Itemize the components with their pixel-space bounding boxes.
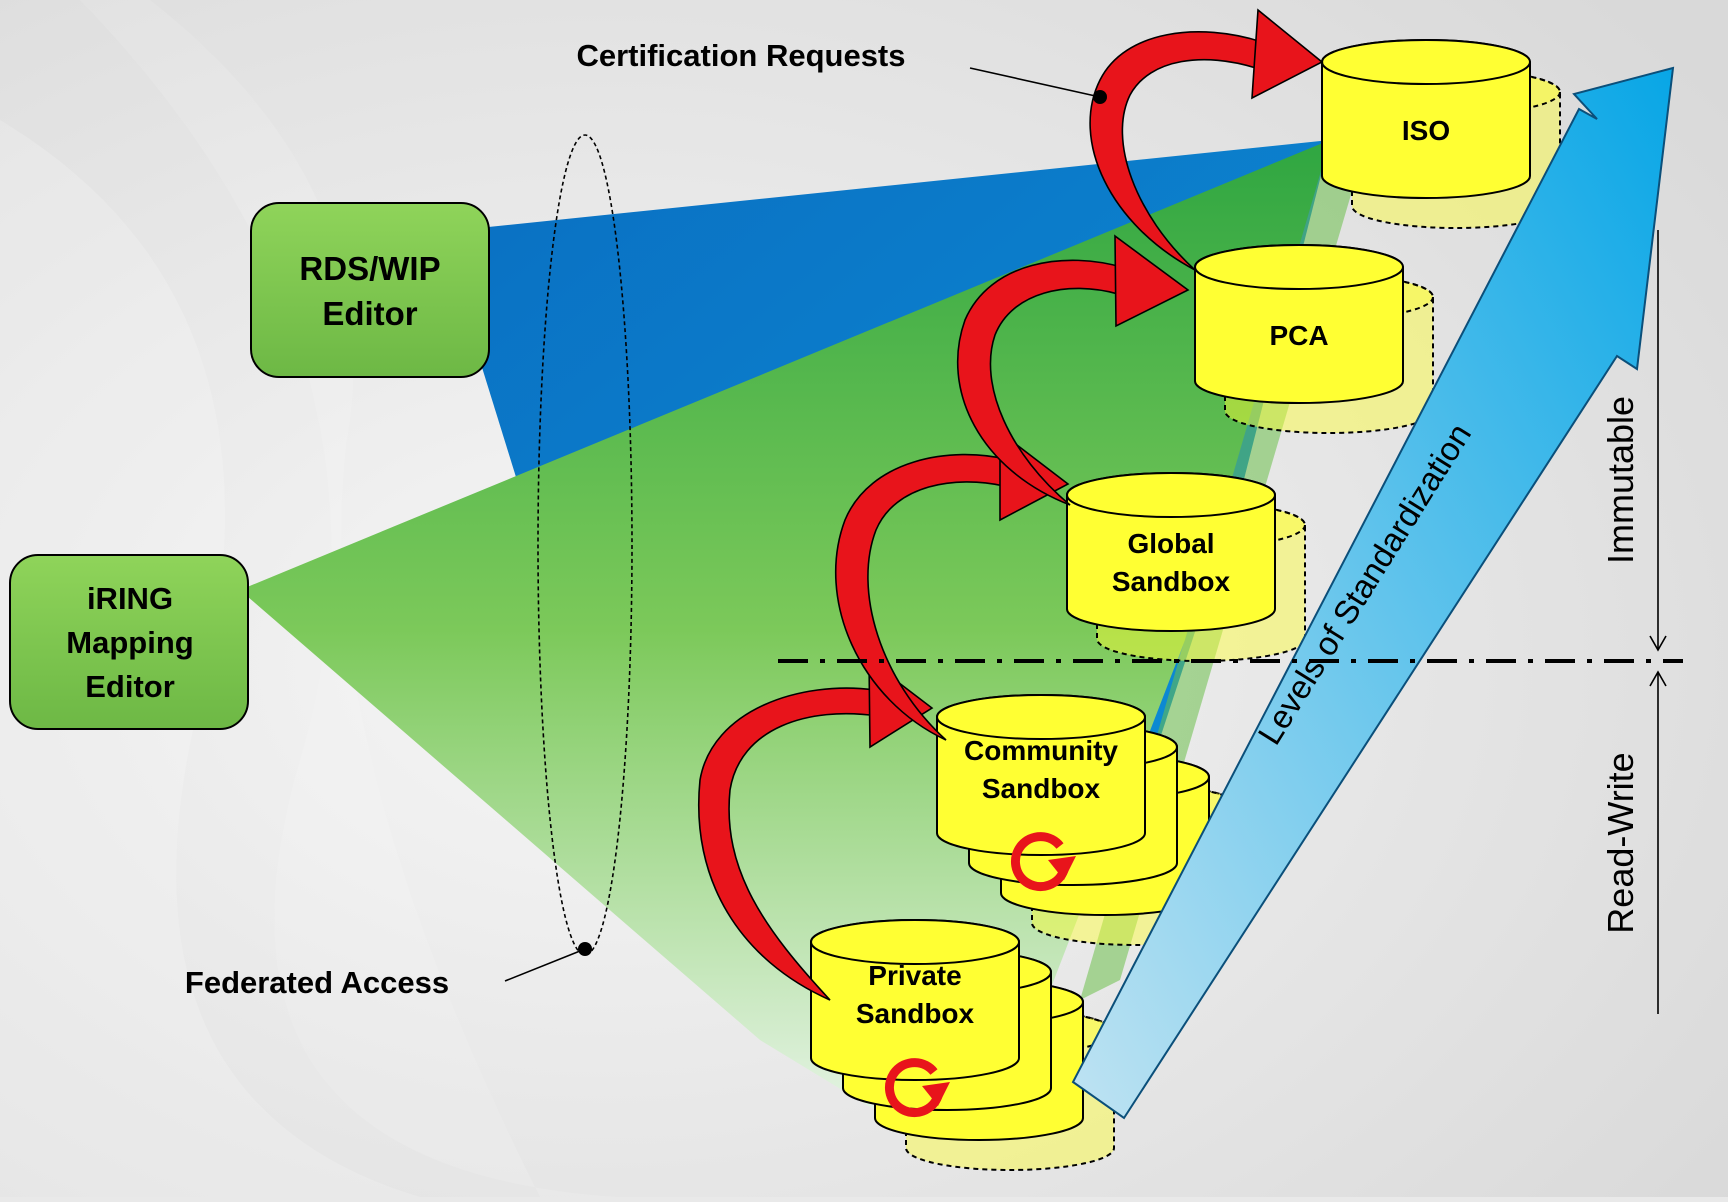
read-write-bracket-arrowhead	[1649, 670, 1667, 687]
private-sandbox-label-line-1: Private	[868, 960, 961, 991]
certification-requests-callout: Certification Requests	[576, 38, 1107, 104]
iso-label-line-1: ISO	[1402, 115, 1450, 146]
community-sandbox-label-line-1: Community	[964, 735, 1118, 766]
pca-cylinder	[1194, 244, 1404, 404]
arrow-global-to-pca	[956, 234, 1190, 506]
community-sandbox-label-line-2: Sandbox	[982, 773, 1101, 804]
background-swoosh-2	[80, 0, 620, 1197]
iring-editor-line-1: iRING	[87, 581, 173, 616]
federated-access-ellipse	[537, 134, 633, 956]
iring-mapping-editor-box[interactable]: iRING Mapping Editor	[9, 554, 249, 730]
refresh-icon	[1010, 832, 1076, 892]
arrow-pca-to-iso	[1089, 8, 1324, 271]
promotion-arrows	[698, 8, 1324, 1001]
federated-access-callout: Federated Access	[185, 942, 592, 1000]
levels-arrow-shape	[1071, 66, 1675, 1120]
community-sandbox-cylinder	[936, 694, 1146, 856]
global-sandbox-label-line-1: Global	[1127, 528, 1214, 559]
federated-access-label: Federated Access	[185, 965, 449, 1000]
federated-dot	[578, 942, 592, 956]
certification-dot	[1093, 90, 1107, 104]
private-sandbox-cylinder	[810, 919, 1020, 1081]
global-sandbox-cylinder	[1066, 472, 1276, 632]
global-sandbox-label-line-2: Sandbox	[1112, 566, 1231, 597]
background-swoosh	[0, 120, 420, 1197]
immutable-label: Immutable	[1600, 396, 1641, 564]
immutable-bracket-arrowhead	[1649, 635, 1667, 652]
pca-label-line-1: PCA	[1269, 320, 1328, 351]
pca-repository[interactable]: PCA	[1194, 244, 1434, 434]
rds-editor-line-2: Editor	[322, 295, 417, 332]
private-sandbox-label-line-2: Sandbox	[856, 998, 975, 1029]
iring-editor-line-3: Editor	[85, 669, 175, 704]
repository-stack: ISOPCAGlobalSandboxCommunitySandboxPriva…	[810, 39, 1561, 1171]
rds-editor-line-1: RDS/WIP	[299, 250, 440, 287]
iso-repository[interactable]: ISO	[1321, 39, 1561, 229]
rds-wip-editor-box[interactable]: RDS/WIP Editor	[250, 202, 490, 378]
iring-editor-line-2: Mapping	[66, 625, 193, 660]
certification-leader-line	[969, 67, 1101, 98]
read-write-label: Read-Write	[1600, 752, 1641, 933]
iso-cylinder	[1321, 39, 1531, 199]
mutability-scale: Immutable Read-Write	[1600, 230, 1667, 1014]
certification-requests-label: Certification Requests	[576, 38, 905, 73]
federated-leader-line	[504, 948, 586, 982]
refresh-icon	[884, 1058, 950, 1118]
